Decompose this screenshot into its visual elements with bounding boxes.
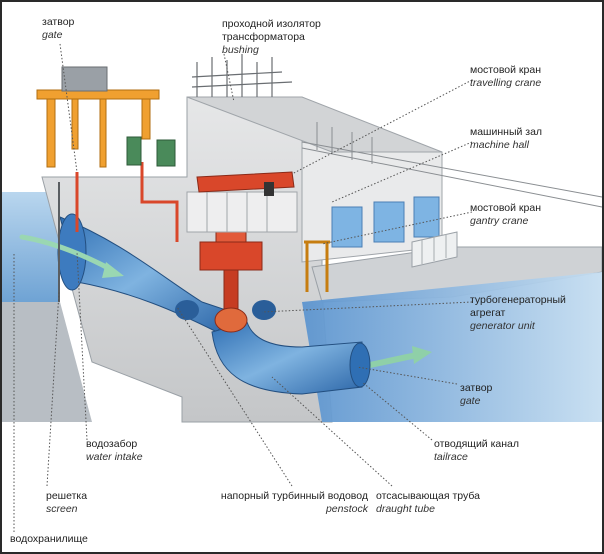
label-tailrace-en: tailrace — [434, 451, 468, 463]
label-tailrace-ru: отводящий канал — [434, 438, 520, 450]
deck-gantry-crane — [304, 240, 330, 292]
intake-arrow — [19, 234, 115, 273]
label-bushing-en: bushing — [222, 44, 259, 56]
reservoir-water — [2, 192, 60, 302]
top-gantry-crane — [36, 89, 160, 168]
label-travelling-crane-en: travelling crane — [470, 77, 542, 89]
label-reservoir-ru: водохранилище — [10, 533, 88, 545]
label-screen: решетка screen — [46, 490, 87, 516]
generator-housing — [199, 241, 263, 271]
draught-tube-outlet — [349, 342, 371, 388]
travelling-crane-hoist — [264, 182, 274, 196]
intake-arrow-head — [102, 262, 124, 278]
label-gate-top: затвор gate — [42, 16, 74, 42]
label-travelling-crane-ru: мостовой кран — [470, 64, 541, 76]
service-pipe — [140, 162, 179, 242]
label-gate-bottom-en: gate — [460, 395, 481, 407]
label-gate-bottom-ru: затвор — [460, 382, 493, 394]
crane-cab — [61, 66, 108, 92]
label-bushing-ru2: трансформатора — [222, 31, 305, 43]
label-generator-unit-en: generator unit — [470, 320, 535, 332]
label-machine-hall-en: machine hall — [470, 139, 529, 151]
label-bushing: проходной изолятор трансформатора bushin… — [222, 18, 321, 57]
hall-window-1 — [331, 206, 363, 248]
reservoir-bed — [2, 302, 92, 422]
transformer-bushings — [191, 54, 293, 97]
machine-hall-roof — [186, 96, 443, 153]
label-draught-tube: отсасывающая труба draught tube — [376, 490, 480, 516]
label-gate-top-en: gate — [42, 29, 63, 41]
label-gantry-crane-en: gantry crane — [470, 215, 529, 227]
label-gate-top-ru: затвор — [42, 16, 75, 28]
tailrace-arrow-head — [412, 346, 432, 364]
label-penstock-ru: напорный турбинный водовод — [220, 490, 368, 502]
label-draught-tube-ru: отсасывающая труба — [376, 490, 480, 502]
label-tailrace: отводящий канал tailrace — [434, 438, 519, 464]
label-generator-unit: турбогенераторный агрегат generator unit — [470, 294, 602, 333]
spiral-case-right — [252, 300, 276, 320]
label-machine-hall-ru: машинный зал — [470, 126, 543, 138]
label-bushing-ru1: проходной изолятор — [222, 18, 321, 30]
hall-window-2 — [373, 201, 405, 243]
label-water-intake-en: water intake — [86, 451, 143, 463]
spiral-case-left — [175, 300, 199, 320]
label-gantry-crane-ru: мостовой кран — [470, 202, 541, 214]
label-penstock-en: penstock — [325, 503, 368, 515]
label-machine-hall: машинный зал machine hall — [470, 126, 542, 152]
tailrace-water — [302, 272, 602, 422]
label-draught-tube-en: draught tube — [376, 503, 435, 515]
turbine-runner — [214, 307, 248, 333]
control-rooms — [186, 191, 298, 233]
label-water-intake-ru: водозабор — [86, 438, 138, 450]
label-reservoir: водохранилище — [10, 533, 88, 546]
draught-tube — [211, 321, 363, 395]
label-screen-ru: решетка — [46, 490, 88, 502]
label-travelling-crane: мостовой кран travelling crane — [470, 64, 541, 90]
label-penstock: напорный турбинный водовод penstock — [220, 490, 368, 516]
label-gate-bottom: затвор gate — [460, 382, 492, 408]
label-gantry-crane: мостовой кран gantry crane — [470, 202, 541, 228]
room-dividers — [206, 192, 268, 232]
deck-rail-posts — [421, 234, 447, 264]
transformers — [126, 136, 176, 167]
label-water-intake: водозабор water intake — [86, 438, 143, 464]
label-generator-unit-ru: турбогенераторный агрегат — [470, 294, 566, 319]
transmission-towers — [301, 122, 602, 208]
label-screen-en: screen — [46, 503, 78, 515]
hall-window-3 — [413, 196, 440, 238]
leader-lines — [13, 43, 473, 532]
